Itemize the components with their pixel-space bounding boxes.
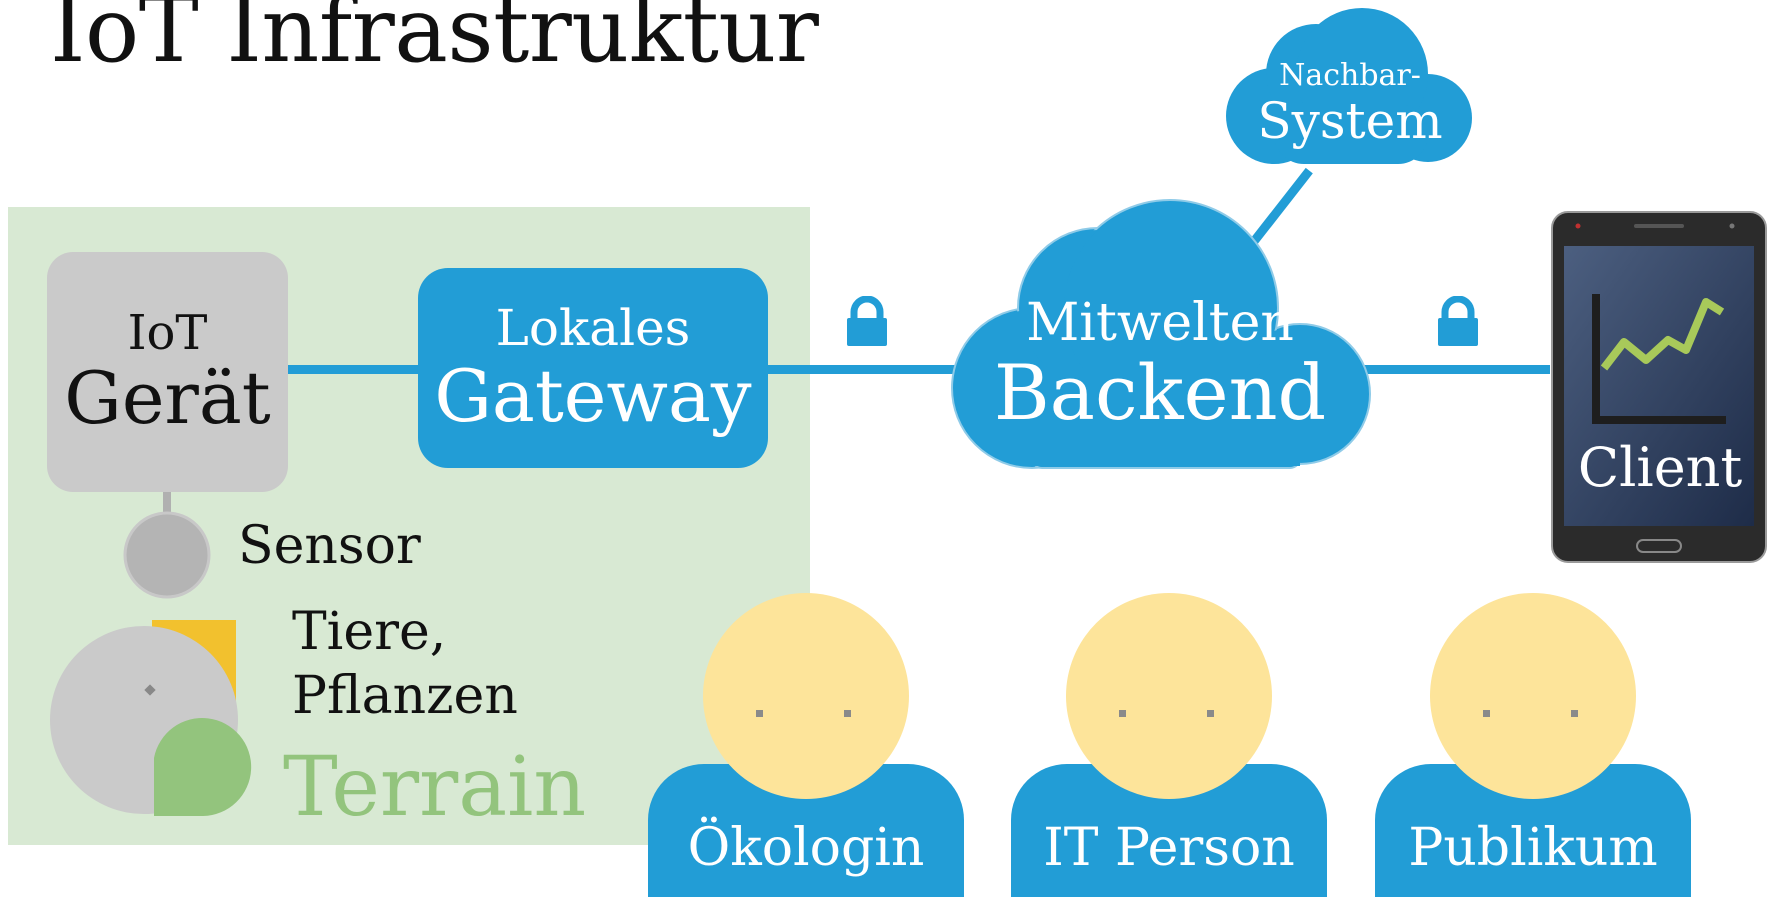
- connector-backend-client: [1360, 365, 1550, 374]
- page-title: IoT Infrastruktur: [50, 0, 819, 83]
- gateway-label-line1: Lokales: [495, 299, 691, 357]
- sensor-icon: [123, 511, 211, 599]
- cloud-icon: [951, 199, 1371, 469]
- person-label-public: Publikum: [1408, 818, 1658, 878]
- person-icon: [1011, 593, 1327, 897]
- connector-gateway-backend: [768, 365, 968, 374]
- cloud-icon: [1226, 8, 1472, 164]
- person-label-it: IT Person: [1043, 818, 1295, 878]
- backend-label: Mitwelten Backend: [960, 294, 1360, 434]
- neighbor-system-label: Nachbar- System: [1230, 58, 1470, 148]
- iot-device-label-line2: Gerät: [64, 356, 271, 440]
- subjects-icon: [50, 620, 252, 816]
- iot-device-label-line1: IoT: [127, 305, 208, 361]
- line-chart-icon: [1592, 294, 1726, 424]
- lock-icon: [847, 296, 887, 346]
- lock-icon: [1438, 296, 1478, 346]
- person-label-ecologist: Ökologin: [687, 818, 925, 878]
- gateway-node: Lokales Gateway: [418, 268, 768, 468]
- iot-device-node: IoT Gerät: [47, 252, 288, 492]
- backend-label-line2: Backend: [993, 348, 1327, 437]
- phone-icon: [1551, 211, 1767, 563]
- neighbor-system-label-line1: Nachbar-: [1279, 58, 1421, 93]
- connector-device-sensor: [163, 490, 171, 520]
- gateway-label-line2: Gateway: [434, 354, 752, 438]
- backend-label-line1: Mitwelten: [1026, 293, 1294, 353]
- subjects-label: Tiere, Pflanzen: [292, 600, 518, 728]
- neighbor-system-label-line2: System: [1257, 92, 1443, 150]
- connector-device-gateway: [288, 365, 418, 374]
- sensor-label: Sensor: [238, 516, 421, 576]
- client-label: Client: [1577, 436, 1743, 499]
- person-icon: [1375, 593, 1691, 897]
- subjects-label-line2: Pflanzen: [292, 666, 518, 726]
- terrain-label: Terrain: [283, 740, 587, 835]
- subjects-label-line1: Tiere,: [292, 602, 447, 662]
- person-icon: [648, 593, 964, 897]
